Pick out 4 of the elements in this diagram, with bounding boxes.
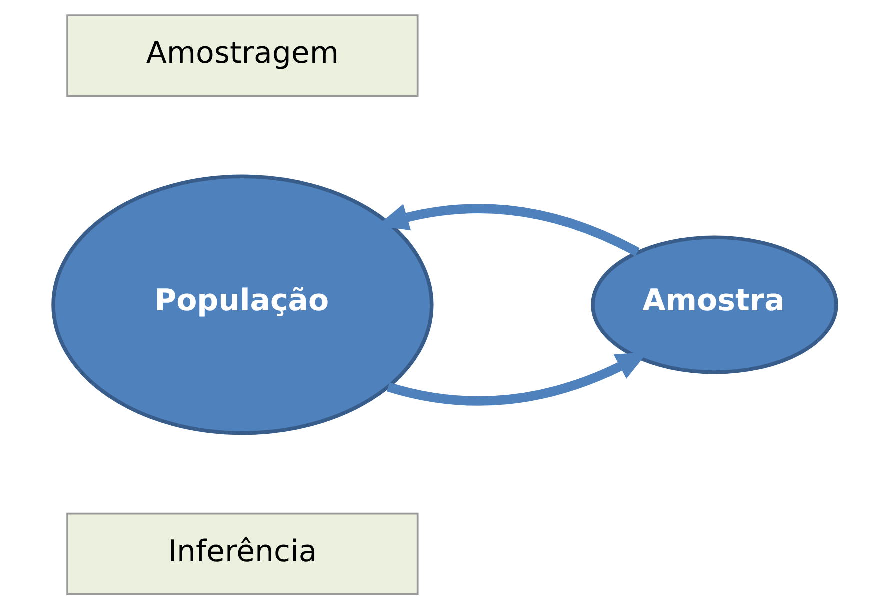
- node-box: Inferência: [66, 512, 418, 596]
- node-ellipse: População: [51, 174, 434, 436]
- node-box: Amostragem: [66, 14, 418, 98]
- node-ellipse: Amostra: [590, 236, 838, 374]
